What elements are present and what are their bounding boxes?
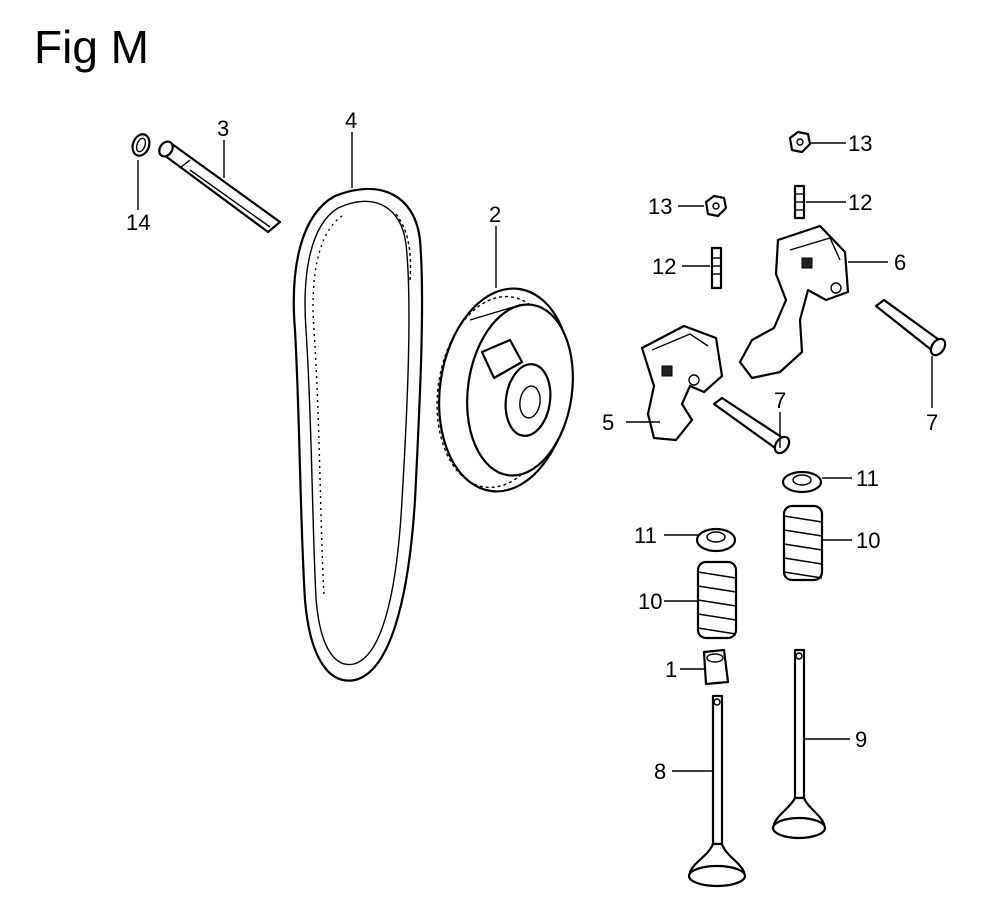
callout-6: 6 bbox=[894, 250, 906, 275]
part-5-rocker-arm bbox=[640, 324, 724, 442]
callout-10-left: 10 bbox=[638, 589, 662, 614]
callout-7-center: 7 bbox=[774, 388, 786, 413]
part-4-timing-belt bbox=[292, 187, 424, 682]
part-10-spring-right bbox=[782, 504, 824, 582]
part-14-clip-ring bbox=[131, 133, 151, 157]
part-11-retainer-left bbox=[695, 527, 737, 553]
callout-11-right: 11 bbox=[856, 466, 879, 491]
callout-1: 1 bbox=[665, 657, 677, 682]
leader-lines bbox=[137, 132, 933, 772]
part-12-screw-left bbox=[710, 246, 723, 290]
part-2-cam-pulley bbox=[436, 287, 574, 493]
callout-5: 5 bbox=[602, 410, 614, 435]
callout-7-right: 7 bbox=[926, 410, 938, 435]
callout-13-left: 13 bbox=[648, 194, 672, 219]
callout-12-top: 12 bbox=[848, 190, 872, 215]
callout-11-left: 11 bbox=[634, 523, 657, 548]
callout-4: 4 bbox=[345, 108, 357, 133]
part-8-valve-left bbox=[687, 694, 747, 888]
callout-12-left: 12 bbox=[652, 254, 676, 279]
callout-2: 2 bbox=[489, 202, 501, 227]
part-13-nut-left bbox=[704, 194, 728, 218]
part-11-retainer-right bbox=[781, 470, 823, 494]
callout-10-right: 10 bbox=[856, 528, 880, 553]
callout-8: 8 bbox=[654, 759, 666, 784]
part-3-shaft bbox=[158, 140, 282, 234]
part-7-pin-center bbox=[712, 396, 791, 455]
callout-9: 9 bbox=[855, 727, 867, 752]
part-13-nut-top bbox=[788, 130, 812, 154]
figure-title: Fig M bbox=[34, 21, 149, 73]
part-10-spring-left bbox=[696, 560, 738, 640]
part-7-pin-right bbox=[874, 298, 947, 357]
part-9-valve-right bbox=[771, 648, 827, 840]
callout-labels: 14 3 4 2 13 13 12 12 6 5 7 7 11 11 10 10… bbox=[126, 108, 938, 784]
callout-3: 3 bbox=[217, 116, 229, 141]
part-1-valve-collet bbox=[702, 648, 730, 686]
part-12-screw-top bbox=[793, 184, 806, 220]
callout-13-top: 13 bbox=[848, 131, 872, 156]
callout-14: 14 bbox=[126, 210, 150, 235]
part-6-rocker-arm bbox=[738, 224, 850, 380]
